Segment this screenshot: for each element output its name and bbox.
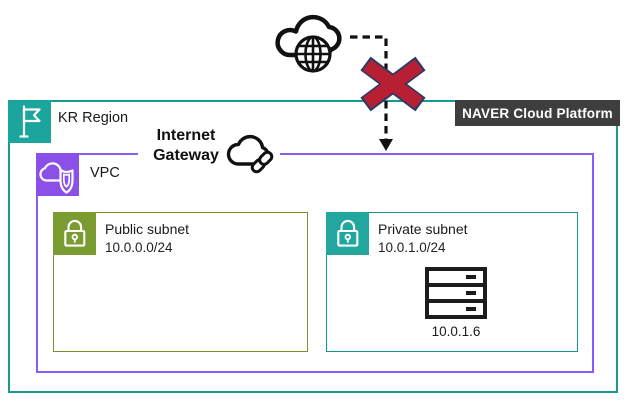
flag-icon <box>8 100 51 143</box>
internet-gateway-label-line2: Gateway <box>153 147 219 164</box>
internet-cloud-globe-icon <box>274 8 354 74</box>
public-subnet-lock-icon <box>53 212 96 255</box>
region-label: KR Region <box>58 110 129 126</box>
private-subnet-lock-icon <box>326 212 369 255</box>
platform-badge: NAVER Cloud Platform <box>455 100 620 126</box>
private-subnet-label: Private subnet <box>378 221 468 237</box>
blocked-x-icon <box>360 56 426 112</box>
server-stack-icon <box>424 266 488 320</box>
internet-gateway-label: Internet Gateway <box>138 125 234 167</box>
cloud-shield-icon <box>36 153 79 196</box>
region-box: NAVER Cloud Platform <box>8 100 620 393</box>
vpc-label: VPC <box>90 165 120 181</box>
vpc-box <box>36 153 594 373</box>
public-subnet-label: Public subnet <box>105 221 190 237</box>
private-subnet-box <box>326 212 578 352</box>
cloud-link-icon <box>226 131 280 177</box>
server-ip: 10.0.1.6 <box>431 324 481 339</box>
internet-gateway-label-line1: Internet <box>156 127 216 144</box>
private-subnet-cidr: 10.0.1.0/24 <box>378 240 446 255</box>
public-subnet-box <box>53 212 308 352</box>
public-subnet-cidr: 10.0.0.0/24 <box>105 240 173 255</box>
